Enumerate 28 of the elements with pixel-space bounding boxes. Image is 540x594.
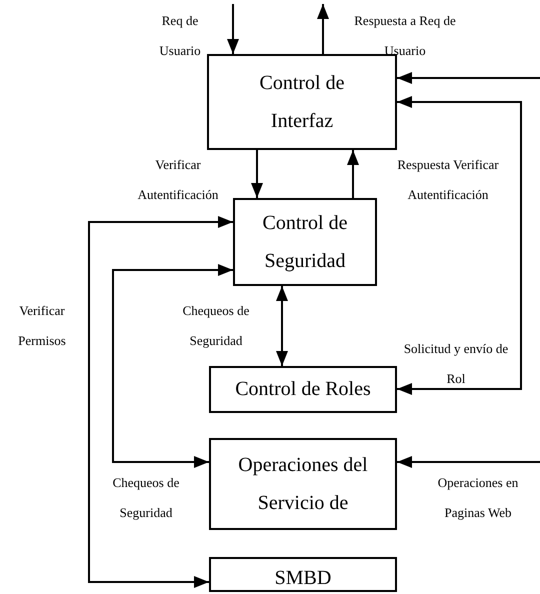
box-title: Control de Seguridad	[262, 211, 348, 274]
arrow	[227, 4, 239, 54]
process-box	[209, 557, 397, 592]
edge-label: Verificar Permisos	[17, 302, 67, 350]
process-box	[209, 366, 397, 413]
edge-label: Verificar Autentificación	[136, 156, 220, 204]
edge-label: Operaciones en Paginas Web	[436, 474, 520, 522]
edge-label: Chequeos de Seguridad	[182, 302, 250, 350]
arrow	[112, 264, 233, 468]
arrow	[251, 150, 263, 198]
arrow	[397, 96, 522, 395]
arrow	[397, 456, 540, 468]
edge-label: Req de Usuario	[158, 12, 202, 60]
box-title: Operaciones del Servicio de	[237, 453, 369, 516]
arrow	[88, 216, 233, 588]
process-box	[233, 198, 377, 286]
process-box	[209, 438, 397, 530]
edge-label: Solicitud y envío de Rol	[402, 340, 510, 388]
box-title: Control de Roles	[235, 377, 371, 402]
arrow	[397, 72, 540, 84]
arrow	[317, 4, 329, 54]
process-box	[207, 54, 397, 150]
box-title: SMBD	[274, 566, 332, 591]
box-title: Control de Interfaz	[258, 71, 346, 134]
arrow	[347, 150, 359, 198]
edge-label: Chequeos de Seguridad	[112, 474, 180, 522]
edge-label: Respuesta Verificar Autentificación	[396, 156, 500, 204]
arrow	[276, 286, 288, 366]
